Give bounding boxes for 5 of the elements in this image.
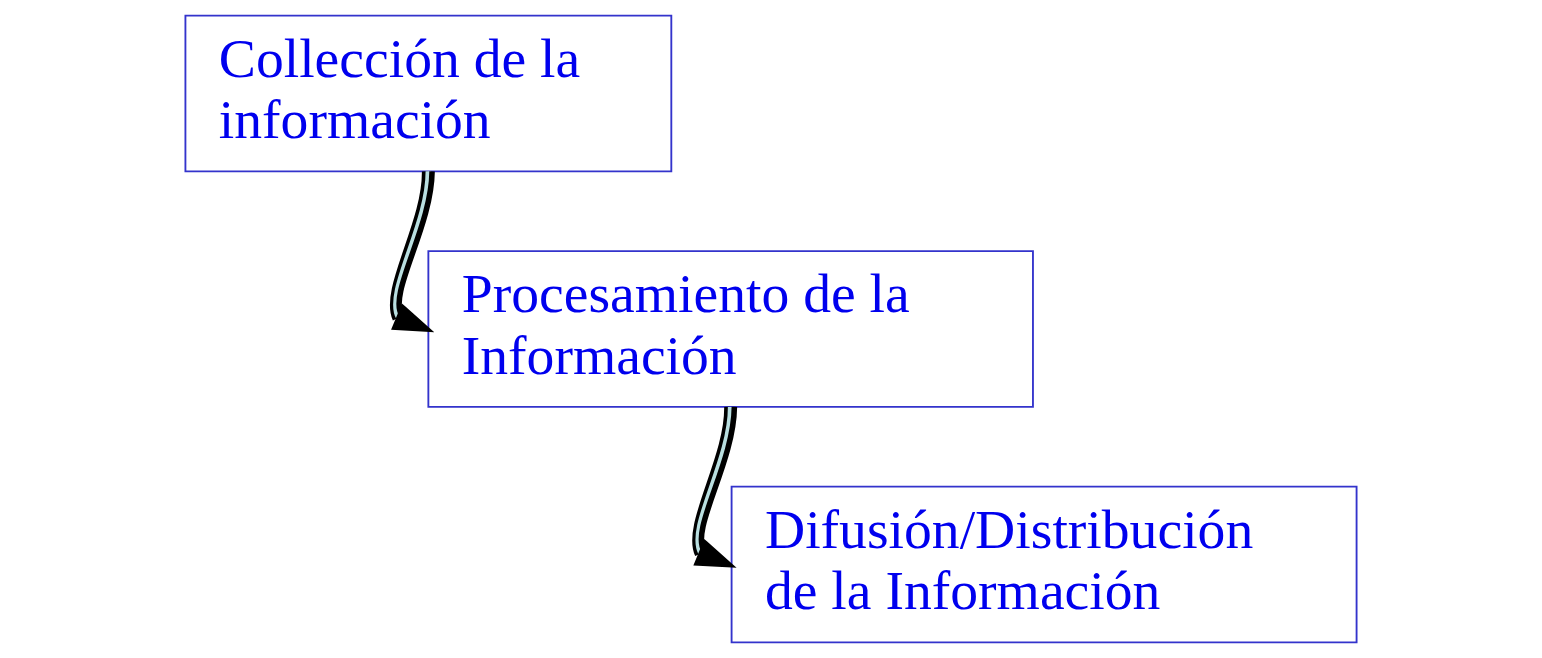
node-box: Collección de la información [184, 14, 673, 173]
arrow [692, 406, 738, 568]
node-box: Difusión/Distribución de la Información [730, 485, 1358, 644]
node-box: Procesamiento de la Información [427, 250, 1034, 408]
arrow [389, 171, 435, 333]
